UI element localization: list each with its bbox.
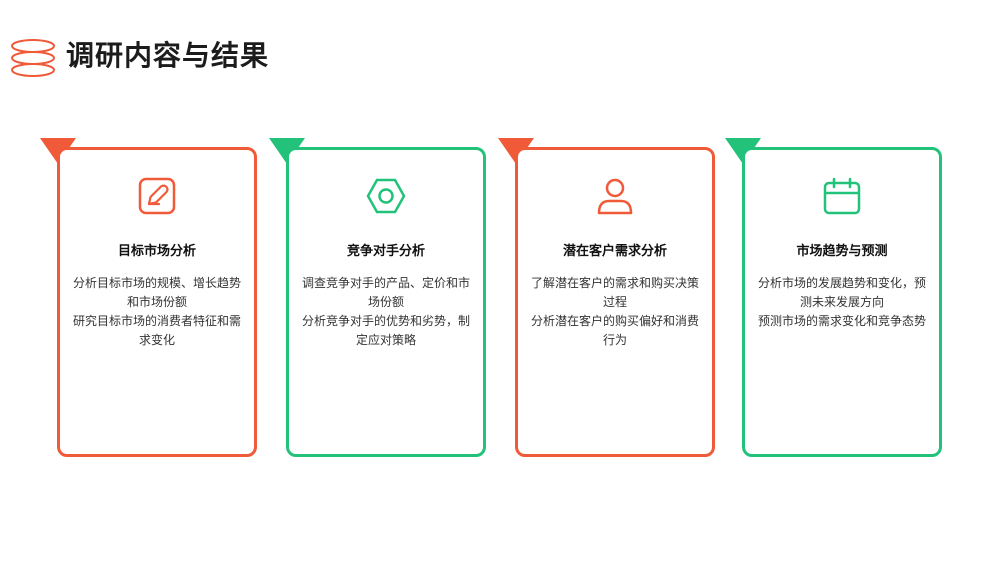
card-competitor: 竞争对手分析 调查竞争对手的产品、定价和市场份额 分析竞争对手的优势和劣势，制定… [286, 147, 486, 457]
card-description: 分析市场的发展趋势和变化，预测未来发展方向 预测市场的需求变化和竞争态势 [757, 274, 927, 331]
card-description: 分析目标市场的规模、增长趋势和市场份额 研究目标市场的消费者特征和需求变化 [72, 274, 242, 350]
card-desc-line: 研究目标市场的消费者特征和需求变化 [72, 314, 241, 347]
hexagon-nut-icon [366, 178, 406, 214]
pen-icon [138, 177, 176, 215]
card-description: 了解潜在客户的需求和购买决策过程 分析潜在客户的购买偏好和消费行为 [530, 274, 700, 350]
card-title: 市场趋势与预测 [796, 244, 888, 259]
card-desc-line: 分析竞争对手的优势和劣势，制定应对策略 [301, 314, 470, 347]
card-desc-line: 预测市场的需求变化和竞争态势 [757, 314, 926, 328]
card-desc-line: 了解潜在客户的需求和购买决策过程 [530, 276, 699, 309]
card-desc-line: 分析目标市场的规模、增长趋势和市场份额 [72, 276, 241, 309]
card-customer-needs: 潜在客户需求分析 了解潜在客户的需求和购买决策过程 分析潜在客户的购买偏好和消费… [515, 147, 715, 457]
card-desc-line: 分析市场的发展趋势和变化，预测未来发展方向 [757, 276, 926, 309]
card-title: 竞争对手分析 [346, 244, 425, 259]
card-desc-line: 调查竞争对手的产品、定价和市场份额 [301, 276, 470, 309]
card-desc-line: 分析潜在客户的购买偏好和消费行为 [530, 314, 699, 347]
calendar-icon [823, 177, 861, 215]
card-market-trend: 市场趋势与预测 分析市场的发展趋势和变化，预测未来发展方向 预测市场的需求变化和… [742, 147, 942, 457]
page-title: 调研内容与结果 [66, 39, 270, 72]
card-title: 潜在客户需求分析 [562, 244, 667, 259]
logo-rings-icon [11, 39, 55, 77]
user-icon [597, 178, 633, 215]
card-description: 调查竞争对手的产品、定价和市场份额 分析竞争对手的优势和劣势，制定应对策略 [301, 274, 471, 350]
card-title: 目标市场分析 [117, 244, 196, 259]
card-target-market: 目标市场分析 分析目标市场的规模、增长趋势和市场份额 研究目标市场的消费者特征和… [57, 147, 257, 457]
